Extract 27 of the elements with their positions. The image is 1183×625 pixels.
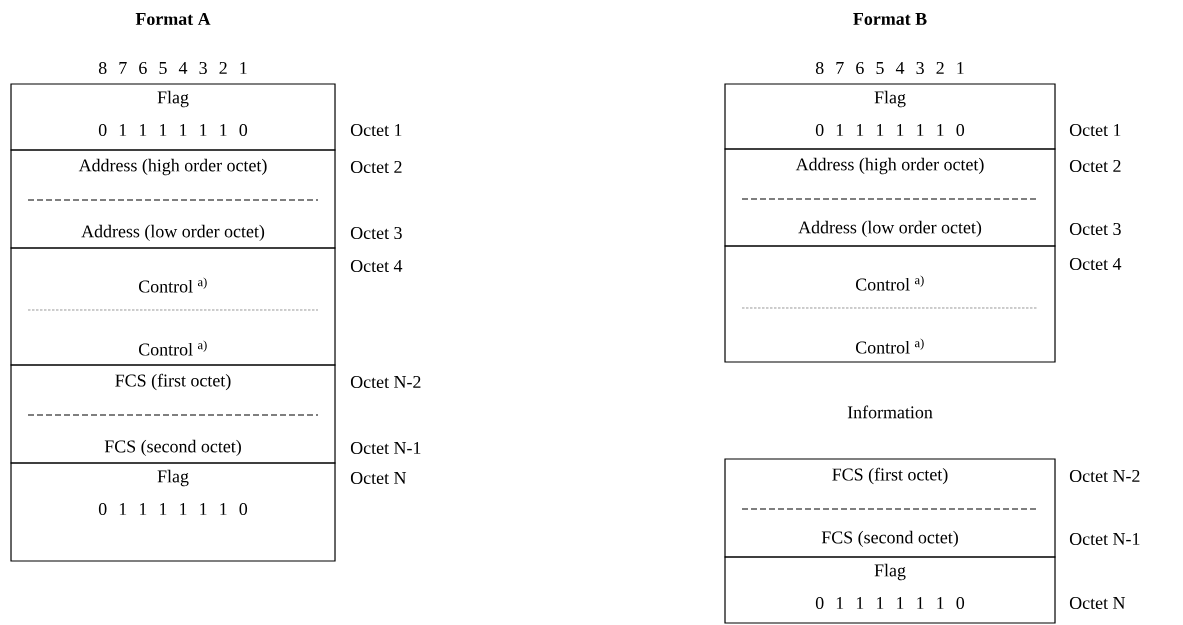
field-label: Information [847,405,933,419]
octet-label: Octet 4 [350,259,403,272]
field-box: FCS (first octet) FCS (second octet) [10,364,336,464]
octet-label: Octet 4 [1069,257,1122,270]
octet-label: Octet N [350,471,407,484]
octet-label: Octet N-1 [1069,532,1140,545]
field-box: FCS (first octet) FCS (second octet) [724,458,1056,558]
octet-label: Octet 1 [1069,123,1121,136]
octet-label: Octet N [1069,596,1126,609]
format-title: Format B [853,13,927,25]
octet-label: Octet N-1 [350,441,421,454]
octet-label: Octet 3 [1069,222,1121,235]
field-box: Address (high order octet) Address (low order octet) [724,148,1056,247]
octet-label: Octet 2 [1069,159,1121,172]
octet-label: Octet N-2 [350,375,421,388]
field-box: Control $^{a)}$ Control $^{a)}$ [10,247,336,366]
field-box: Address (high order octet) Address (low order octet) [10,149,336,249]
octet-label: Octet 2 [350,160,402,173]
field-box: Flag 0 1 1 1 1 1 1 0 [10,462,336,562]
field-box: Control $^{a)}$ Control $^{a)}$ [724,245,1056,363]
field-box: Flag 0 1 1 1 1 1 1 0 [10,83,336,151]
field-box: Flag 0 1 1 1 1 1 1 0 [724,556,1056,624]
octet-label: Octet 1 [350,123,402,136]
field-box: Flag 0 1 1 1 1 1 1 0 [724,83,1056,150]
format-title: Format A [135,13,211,25]
octet-label: Octet N-2 [1069,469,1140,482]
octet-label: Octet 3 [350,226,402,239]
